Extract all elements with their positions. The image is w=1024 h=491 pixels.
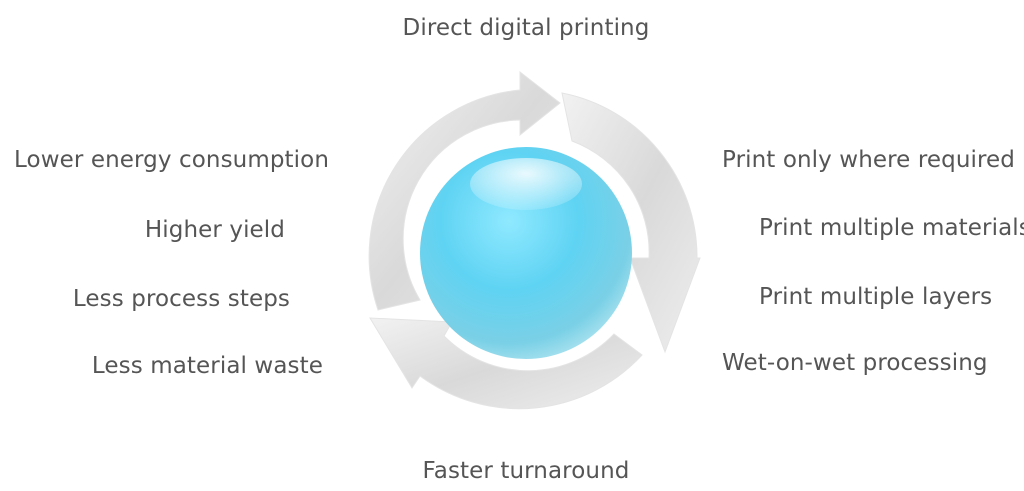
label-left-2: Higher yield: [144, 217, 285, 243]
cycle-arrow-bottom: [369, 317, 643, 410]
label-right-3: Print multiple layers: [759, 284, 993, 310]
label-left-1: Lower energy consumption: [14, 147, 329, 173]
label-top: Direct digital printing: [402, 15, 650, 41]
label-bottom: Faster turnaround: [422, 458, 630, 484]
label-right-2: Print multiple materials: [759, 215, 1024, 241]
label-left-4: Less material waste: [91, 353, 323, 379]
label-right-4: Wet-on-wet processing: [722, 350, 988, 376]
sphere-highlight: [470, 158, 582, 210]
center-sphere: [420, 147, 632, 359]
label-right-1: Print only where required: [722, 147, 1015, 173]
label-left-3: Less process steps: [72, 286, 290, 312]
cycle-arrow-left: [368, 70, 561, 311]
cycle-arrow-right: [561, 92, 701, 354]
